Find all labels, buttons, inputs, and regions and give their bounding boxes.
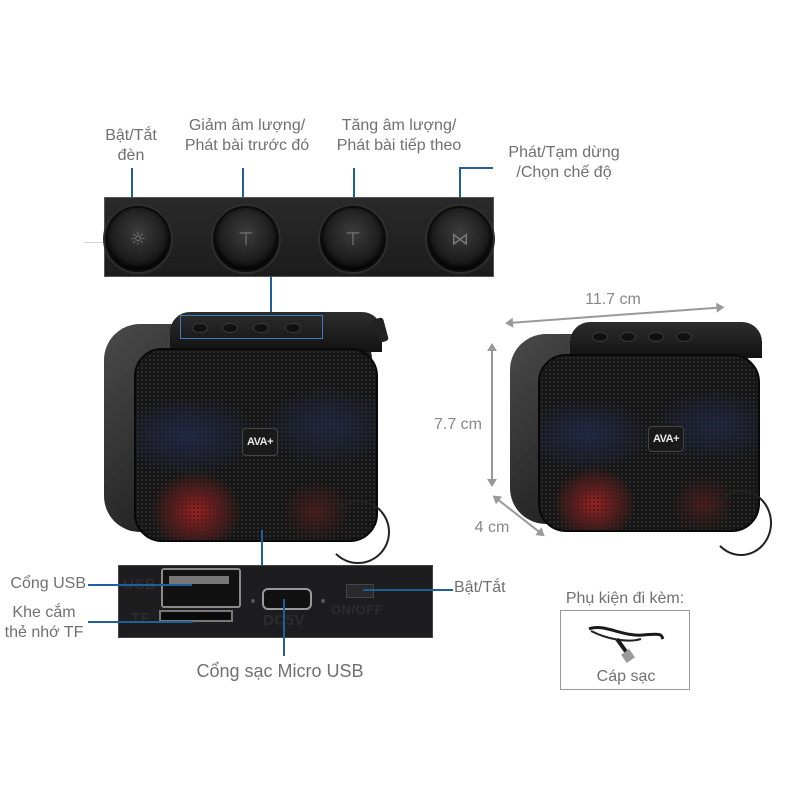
label-light-toggle: Bật/Tắt đèn xyxy=(96,126,166,166)
mini-button xyxy=(253,323,269,333)
callout-line xyxy=(261,530,263,566)
mode-button[interactable]: ⋈ xyxy=(427,206,493,272)
label-line: /Chọn chế độ xyxy=(516,164,612,181)
volume-down-button[interactable]: ⊤ xyxy=(213,206,279,272)
sun-icon: ☼ xyxy=(129,228,147,250)
height-dimension-label: 7.7 cm xyxy=(433,416,482,433)
speaker-top xyxy=(170,312,382,352)
divider xyxy=(84,242,106,243)
label-power-switch: Bật/Tắt xyxy=(454,579,506,596)
mini-button xyxy=(592,332,608,342)
mini-button xyxy=(648,332,664,342)
height-dimension-arrow xyxy=(491,347,493,483)
callout-line xyxy=(242,168,244,224)
callout-line xyxy=(459,167,493,169)
label-line: Khe cắm xyxy=(12,604,76,621)
next-icon: ⊤ xyxy=(345,228,361,250)
strap xyxy=(326,500,390,564)
tf-print: TF xyxy=(131,610,151,627)
mini-button xyxy=(192,323,208,333)
label-line: đèn xyxy=(117,147,145,164)
mini-button xyxy=(620,332,636,342)
label-line: Tăng âm lượng/ xyxy=(341,117,457,134)
accessory-label: Cáp sạc xyxy=(596,668,656,685)
label-line: Phát bài trước đó xyxy=(184,137,310,154)
port-panel-closeup: USB TF DC5V ON/OFF xyxy=(118,565,433,638)
label-play-pause: Phát/Tạm dừng /Chọn chế độ xyxy=(496,143,632,183)
brand-logo: AVA+ xyxy=(648,426,684,452)
callout-line xyxy=(88,621,193,623)
label-line: Phát bài tiếp theo xyxy=(336,137,462,154)
mini-button xyxy=(676,332,692,342)
callout-line xyxy=(131,168,133,224)
tf-card-slot[interactable] xyxy=(159,610,233,622)
label-line: Giảm âm lượng/ xyxy=(188,117,306,134)
volume-up-button[interactable]: ⊤ xyxy=(320,206,386,272)
mode-icon: ⋈ xyxy=(451,228,469,250)
label-tf-slot: Khe cắm thẻ nhớ TF xyxy=(2,603,86,643)
mini-button xyxy=(285,323,301,333)
accessory-item: Cáp sạc xyxy=(560,610,690,690)
on-off-print: ON/OFF xyxy=(331,602,384,617)
prev-icon: ⊤ xyxy=(238,228,254,250)
label-line: Phát/Tạm dừng xyxy=(508,144,620,161)
speaker-dimension-image: AVA+ xyxy=(510,320,800,560)
usb-port[interactable] xyxy=(161,568,241,608)
callout-line xyxy=(353,168,355,224)
label-line: thẻ nhớ TF xyxy=(4,624,84,641)
callout-line xyxy=(459,167,461,224)
brand-logo: AVA+ xyxy=(242,428,278,456)
label-usb-port: Cổng USB xyxy=(10,575,86,592)
callout-line xyxy=(88,584,192,586)
label-volume-up: Tăng âm lượng/ Phát bài tiếp theo xyxy=(324,116,474,156)
width-dimension-label: 11.7 cm xyxy=(585,291,641,308)
mini-button xyxy=(222,323,238,333)
light-button[interactable]: ☼ xyxy=(105,206,171,272)
button-strip-closeup: ☼ ⊤ ⊤ ⋈ xyxy=(104,197,494,277)
label-line: Bật/Tắt xyxy=(105,127,157,144)
usb-cable-icon xyxy=(588,626,665,663)
micro-usb-port[interactable] xyxy=(262,588,312,610)
depth-dimension-label: 4 cm xyxy=(474,519,510,536)
usb-tongue xyxy=(169,576,229,584)
speaker-front-image: AVA+ xyxy=(104,310,404,570)
strap xyxy=(710,490,772,556)
power-switch[interactable] xyxy=(346,584,374,598)
callout-line xyxy=(270,277,272,315)
accessories-title: Phụ kiện đi kèm: xyxy=(565,590,685,607)
label-micro-usb: Cổng sạc Micro USB xyxy=(196,661,364,681)
label-volume-down: Giảm âm lượng/ Phát bài trước đó xyxy=(172,116,322,156)
indicator-dot xyxy=(251,599,255,603)
callout-line xyxy=(283,599,285,656)
callout-line xyxy=(363,589,453,591)
button-highlight-box xyxy=(180,315,323,339)
indicator-dot xyxy=(321,599,325,603)
